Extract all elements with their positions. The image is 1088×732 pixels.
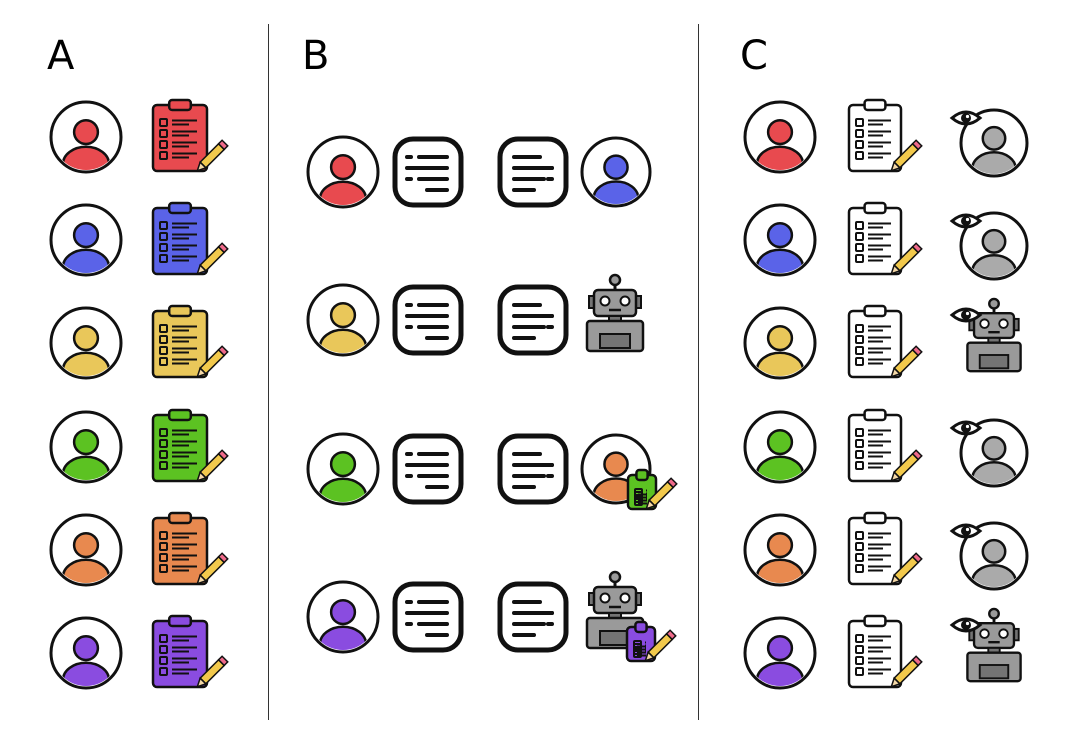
clipboard-icon	[151, 408, 229, 483]
pencil-icon	[644, 629, 677, 662]
panel-c-row	[743, 511, 1029, 591]
person-icon	[743, 513, 817, 587]
eye-icon	[949, 617, 983, 633]
eye-icon	[949, 110, 983, 126]
pencil-icon	[890, 242, 923, 275]
pencil-icon	[196, 345, 229, 378]
clipboard-icon	[847, 408, 923, 483]
person-icon	[306, 432, 380, 506]
message-icon	[392, 581, 464, 653]
pencil-icon	[196, 552, 229, 585]
person-icon	[743, 100, 817, 174]
panel-a-row	[49, 98, 229, 174]
clipboard-icon	[847, 201, 923, 276]
panel-a-row	[49, 511, 229, 587]
panel-c-label: C	[740, 33, 768, 79]
message-icon	[392, 284, 464, 356]
person-icon	[743, 306, 817, 380]
divider-right	[698, 24, 699, 720]
panel-c-row	[743, 408, 1029, 488]
panel-a-label: A	[47, 33, 75, 79]
pencil-icon	[890, 449, 923, 482]
person-icon	[306, 283, 380, 357]
clipboard-icon	[151, 201, 229, 276]
pencil-icon	[196, 242, 229, 275]
person-icon	[49, 306, 123, 380]
clipboard-icon	[151, 304, 229, 379]
person-icon	[49, 410, 123, 484]
panel-a-row	[49, 408, 229, 484]
clipboard-icon	[151, 98, 229, 173]
clipboard-icon	[847, 98, 923, 173]
panel-a-row	[49, 201, 229, 277]
person-icon	[49, 203, 123, 277]
person-icon	[743, 616, 817, 690]
eye-icon	[949, 420, 983, 436]
clipboard-icon	[151, 511, 229, 586]
pencil-icon	[890, 345, 923, 378]
panel-c-row	[743, 201, 1029, 281]
divider-left	[268, 24, 269, 720]
person-icon	[49, 616, 123, 690]
clipboard-icon	[626, 468, 678, 511]
person-icon	[743, 410, 817, 484]
message-icon	[497, 433, 569, 505]
eye-icon	[949, 213, 983, 229]
pencil-icon	[890, 655, 923, 688]
eye-icon	[949, 307, 983, 323]
robot-observer-icon	[966, 607, 1022, 683]
person-icon	[306, 135, 380, 209]
message-icon	[392, 433, 464, 505]
panel-c-row	[743, 297, 1022, 380]
message-icon	[497, 136, 569, 208]
robot-icon	[585, 273, 645, 353]
pencil-icon	[196, 449, 229, 482]
pencil-icon	[196, 139, 229, 172]
panel-a-row	[49, 304, 229, 380]
clipboard-icon	[151, 614, 229, 689]
person-icon	[743, 203, 817, 277]
message-icon	[497, 581, 569, 653]
panel-b-label: B	[302, 33, 330, 79]
clipboard-icon	[847, 304, 923, 379]
panel-c-row	[743, 98, 1029, 178]
panel-c-row	[743, 607, 1022, 690]
pencil-icon	[645, 477, 678, 510]
pencil-icon	[890, 139, 923, 172]
person-icon	[580, 136, 652, 208]
observer-icon	[959, 418, 1029, 488]
pencil-icon	[196, 655, 229, 688]
clipboard-icon	[625, 620, 677, 663]
message-icon	[392, 136, 464, 208]
panel-a-row	[49, 614, 229, 690]
person-icon	[49, 513, 123, 587]
eye-icon	[949, 523, 983, 539]
robot-observer-icon	[966, 297, 1022, 373]
clipboard-icon	[847, 614, 923, 689]
pencil-icon	[890, 552, 923, 585]
observer-icon	[959, 211, 1029, 281]
observer-icon	[959, 521, 1029, 591]
clipboard-icon	[847, 511, 923, 586]
person-icon	[306, 580, 380, 654]
message-icon	[497, 284, 569, 356]
person-icon	[49, 100, 123, 174]
observer-icon	[959, 108, 1029, 178]
